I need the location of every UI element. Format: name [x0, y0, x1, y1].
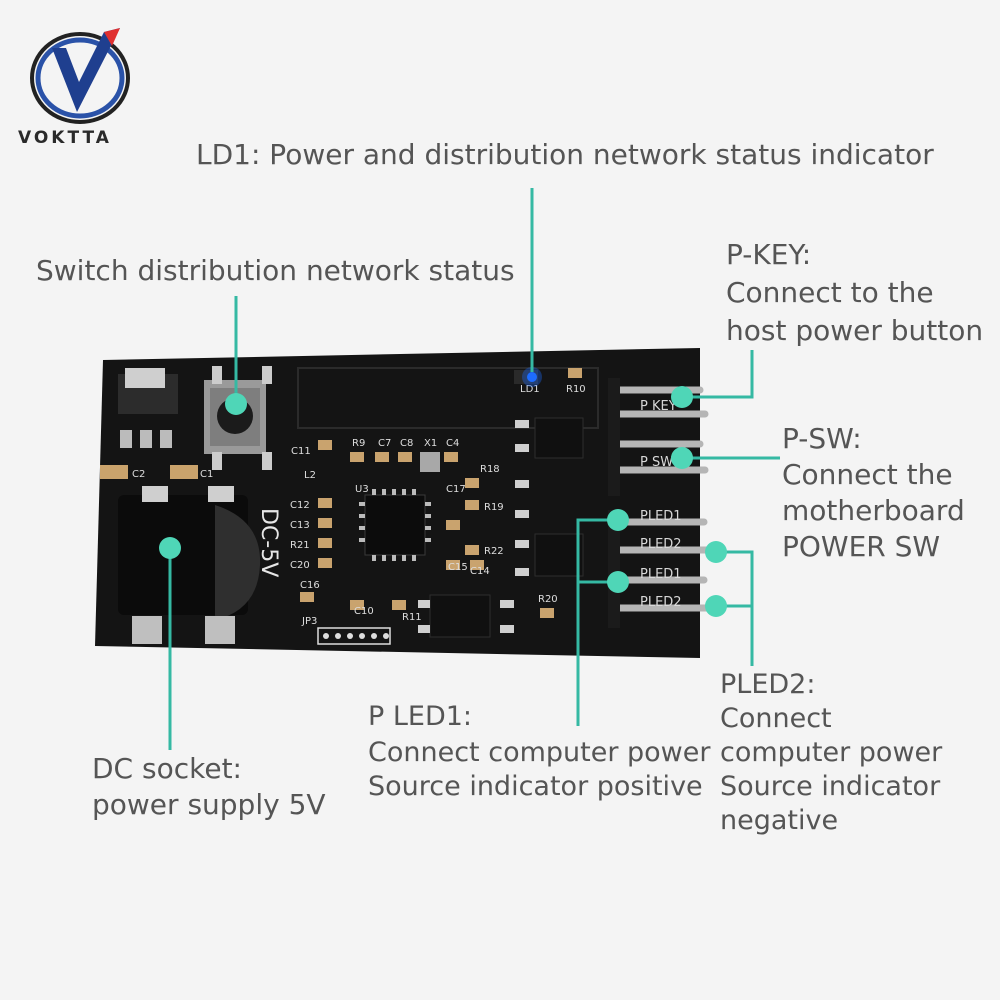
pkey-callout: P-KEY: Connect to the host power button: [726, 238, 983, 348]
dc-5v-label: DC-5V: [256, 508, 281, 577]
pkey-leader: [682, 350, 754, 399]
header-label-pled2-b: PLED2: [640, 595, 682, 610]
dc-line2: power supply 5V: [92, 788, 326, 821]
silk-u3: U3: [355, 484, 369, 495]
silk-c17: C17: [446, 484, 466, 495]
silk-r19: R19: [484, 502, 504, 513]
pled2-line1: Connect: [720, 703, 832, 734]
pled2-line2: computer power: [720, 737, 943, 768]
silk-c20: C20: [290, 560, 310, 571]
pkey-title: P-KEY:: [726, 238, 812, 271]
pled1-callout: P LED1: Connect computer power Source in…: [368, 700, 710, 804]
silk-r21: R21: [290, 540, 310, 551]
header-label-pled1-a: PLED1: [640, 509, 682, 524]
mcu-chip: [364, 494, 426, 556]
silk-x1: X1: [424, 438, 437, 449]
silk-jp3: JP3: [301, 616, 317, 627]
silk-r20: R20: [538, 594, 558, 605]
silk-c16: C16: [300, 580, 320, 591]
silk-c8: C8: [400, 438, 413, 449]
silk-c7: C7: [378, 438, 391, 449]
pled2-marker-b: [705, 595, 727, 617]
pled1-line1: Connect computer power: [368, 737, 711, 768]
ld1-callout: LD1: Power and distribution network stat…: [196, 138, 934, 171]
brand-name: VOKTTA: [18, 128, 112, 148]
switch-callout: Switch distribution network status: [36, 254, 515, 287]
psw-line3: POWER SW: [782, 530, 941, 563]
silk-c12: C12: [290, 500, 310, 511]
silk-r18: R18: [480, 464, 500, 475]
silk-c13: C13: [290, 520, 310, 531]
pled2-title: PLED2:: [720, 669, 816, 700]
silk-c11: C11: [291, 446, 311, 457]
psw-callout: P-SW: Connect the motherboard POWER SW: [782, 422, 965, 564]
status-led: [527, 372, 537, 382]
pled1-marker-a: [607, 509, 629, 531]
dc-callout: DC socket: power supply 5V: [92, 752, 326, 822]
silk-l2: L2: [304, 470, 316, 481]
pled2-marker-a: [705, 541, 727, 563]
pled1-line2: Source indicator positive: [368, 771, 703, 802]
pled1-title: P LED1:: [368, 701, 473, 732]
voktta-logo-icon: [30, 28, 130, 124]
silk-c15: C15: [448, 562, 468, 573]
pled1-leader: [576, 518, 618, 726]
pled2-line4: negative: [720, 805, 839, 836]
silk-c4: C4: [446, 438, 459, 449]
header-label-pled1-b: PLED1: [640, 567, 682, 582]
dc-line1: DC socket:: [92, 752, 242, 785]
pkey-marker: [671, 386, 693, 408]
pled2-callout: PLED2: Connect computer power Source ind…: [720, 668, 942, 838]
pled2-line3: Source indicator: [720, 771, 941, 802]
pled1-marker-b: [607, 571, 629, 593]
silk-r22: R22: [484, 546, 504, 557]
silk-c14: C14: [470, 566, 490, 577]
header-label-psw: P SW: [640, 455, 673, 470]
switch-marker: [225, 393, 247, 415]
dc-marker: [159, 537, 181, 559]
psw-title: P-SW:: [782, 422, 862, 455]
silk-r10: R10: [566, 384, 586, 395]
silk-r11: R11: [402, 612, 422, 623]
silk-r9: R9: [352, 438, 365, 449]
pled2-leader: [716, 550, 754, 666]
silk-c1: C1: [200, 469, 213, 480]
psw-line2: motherboard: [782, 494, 965, 527]
psw-marker: [671, 447, 693, 469]
silk-ld1: LD1: [520, 384, 540, 395]
pkey-line1: Connect to the: [726, 276, 934, 309]
pkey-line2: host power button: [726, 314, 984, 347]
header-label-pled2-a: PLED2: [640, 537, 682, 552]
silk-c2: C2: [132, 469, 145, 480]
brand-logo: [22, 20, 138, 130]
header-label-pkey: P KEY: [640, 399, 677, 414]
silk-c10: C10: [354, 606, 374, 617]
psw-line1: Connect the: [782, 458, 953, 491]
